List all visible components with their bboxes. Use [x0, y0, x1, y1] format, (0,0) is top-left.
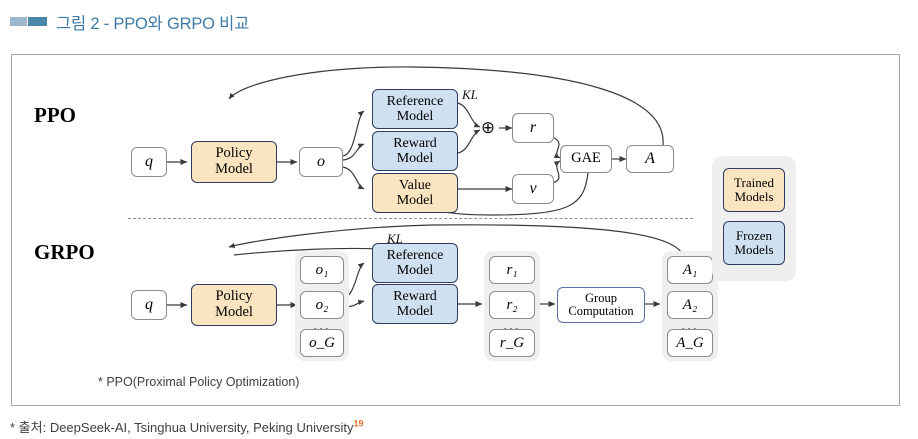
grpo-node-q: q [131, 290, 167, 320]
source-superscript: 19 [353, 418, 364, 429]
grpo-kl-label: KL [387, 231, 403, 246]
grpo-reference-model-line2: Model [396, 263, 434, 278]
grpo-group-computation-line1: Group [585, 290, 617, 305]
source-text: * 출처: DeepSeek-AI, Tsinghua University, … [10, 420, 354, 435]
ppo-node-q: q [131, 147, 167, 177]
ppo-policy-model-line2: Model [215, 161, 253, 177]
ppo-node-value-model: Value Model [372, 173, 458, 213]
ppo-reward-model-line2: Model [396, 151, 434, 166]
title-marker-dark [28, 17, 47, 27]
grpo-node-r1: r₁ [489, 256, 535, 284]
ppo-reference-model-line2: Model [396, 109, 434, 124]
grpo-group-computation-line2: Computation [568, 304, 634, 318]
figure-container: PPO q Policy Model o Reference Model Rew… [11, 54, 900, 406]
grpo-policy-model-line2: Model [215, 304, 253, 320]
ppo-node-gae: GAE [560, 145, 612, 173]
ppo-node-policy-model: Policy Model [191, 141, 277, 183]
page-title: 그림 2 - PPO와 GRPO 비교 [56, 15, 250, 33]
grpo-reward-model-line1: Reward [393, 288, 437, 304]
ppo-node-reference-model: Reference Model [372, 89, 458, 129]
grpo-node-r2: r₂ [489, 291, 535, 319]
grpo-reward-model-line2: Model [396, 304, 434, 319]
legend-trained-line2: Models [734, 189, 774, 204]
legend-trained-line1: Trained [734, 174, 774, 190]
legend-trained-models: Trained Models [723, 168, 785, 212]
ppo-reference-model-line1: Reference [386, 93, 444, 109]
legend-frozen-line1: Frozen [735, 227, 773, 243]
grpo-node-A1: A₁ [667, 256, 713, 284]
legend-frozen-line2: Models [734, 242, 774, 257]
ppo-node-v: v [512, 174, 554, 204]
grpo-node-o2: o₂ [300, 291, 344, 319]
section-divider [128, 218, 693, 219]
grpo-policy-model-line1: Policy [215, 288, 253, 305]
grpo-node-rG: r_G [489, 329, 535, 357]
ppo-node-reward-model: Reward Model [372, 131, 458, 171]
ppo-value-model-line2: Model [396, 193, 434, 208]
ppo-reward-model-line1: Reward [393, 135, 437, 151]
grpo-node-oG: o_G [300, 329, 344, 357]
ppo-node-r: r [512, 113, 554, 143]
figure-header: 그림 2 - PPO와 GRPO 비교 [0, 8, 249, 36]
source-citation: * 출처: DeepSeek-AI, Tsinghua University, … [10, 417, 364, 436]
legend-frozen-models: Frozen Models [723, 221, 785, 265]
title-marker-icon [10, 13, 47, 31]
grpo-reference-model-line1: Reference [386, 247, 444, 263]
grpo-node-policy-model: Policy Model [191, 284, 277, 326]
ppo-plus-icon: ⊕ [480, 118, 496, 137]
ppo-node-A: A [626, 145, 674, 173]
grpo-node-AG: A_G [667, 329, 713, 357]
grpo-section-label: GRPO [34, 240, 95, 264]
grpo-node-reference-model: Reference Model [372, 243, 458, 283]
grpo-node-group-computation: Group Computation [557, 287, 645, 323]
figure-footnote: * PPO(Proximal Policy Optimization) [98, 375, 300, 389]
title-marker-light [10, 17, 27, 27]
ppo-value-model-line1: Value [399, 177, 431, 193]
ppo-policy-model-line1: Policy [215, 145, 253, 162]
ppo-node-o: o [299, 147, 343, 177]
ppo-section-label: PPO [34, 103, 76, 127]
grpo-node-o1: o₁ [300, 256, 344, 284]
grpo-node-A2: A₂ [667, 291, 713, 319]
grpo-node-reward-model: Reward Model [372, 284, 458, 324]
ppo-kl-label: KL [462, 87, 478, 102]
